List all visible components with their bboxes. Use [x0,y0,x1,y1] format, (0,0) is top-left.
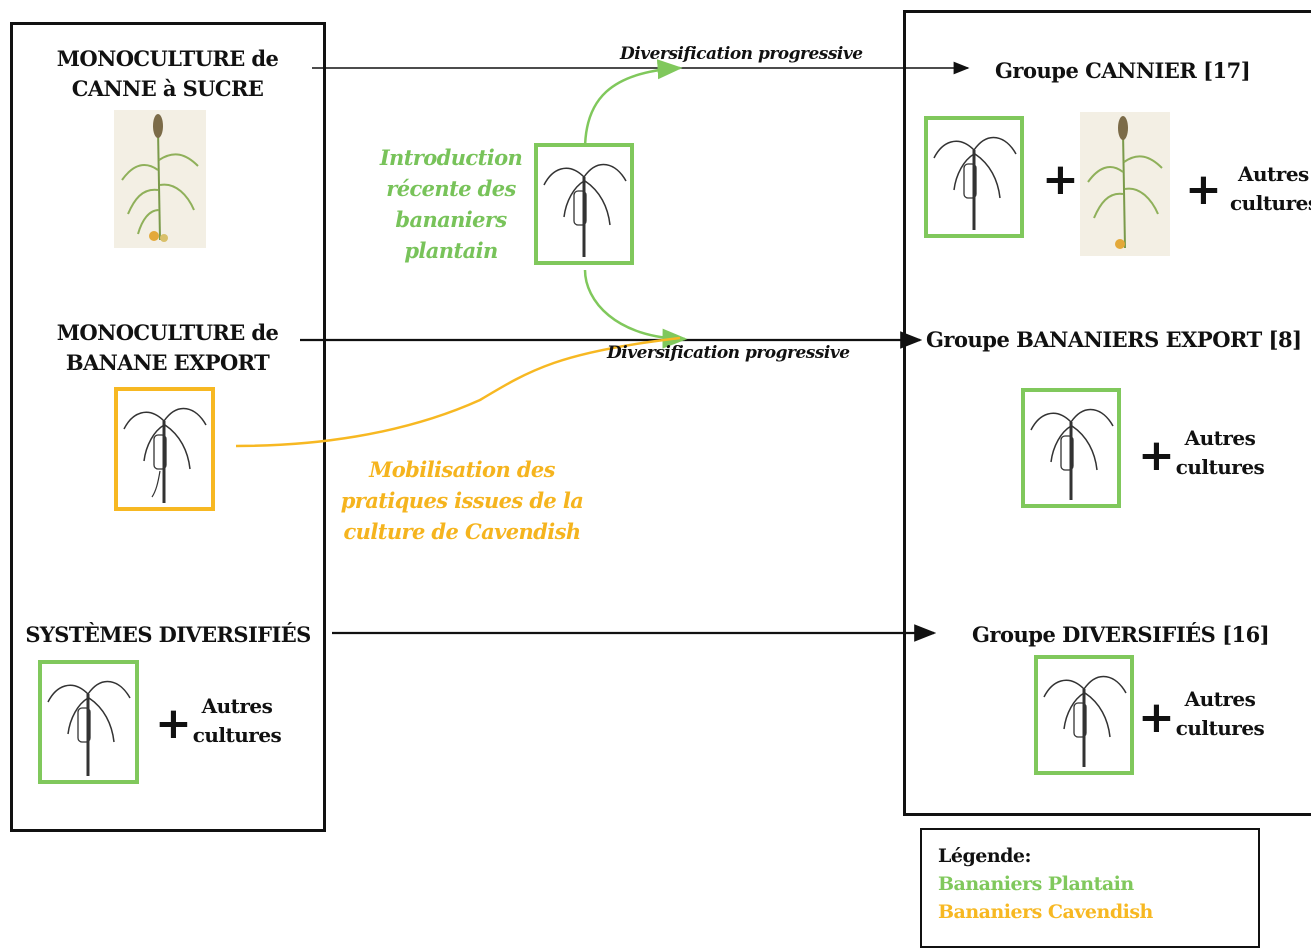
banana-plant-icon [1034,655,1134,775]
label-line: Autres [1184,426,1256,450]
diversification-top-label: Diversification progressive [620,44,863,64]
autres-cultures-label: Autres cultures [1212,160,1311,218]
plus-icon: + [1138,692,1175,743]
mobilisation-label: Mobilisation des pratiques issues de la … [332,454,592,547]
sugarcane-plant-icon [114,110,206,248]
groupe-cannier-label: Groupe CANNIER [17] [995,58,1251,83]
label-line: pratiques issues de la [340,488,584,513]
label-line: bananiers [395,207,507,232]
label-line: Mobilisation des [369,457,555,482]
orange-curve [235,336,681,448]
plus-icon: + [1138,430,1175,481]
label-line: MONOCULTURE de [56,46,279,71]
banana-plant-icon [924,116,1024,238]
label-line: cultures [1175,716,1265,740]
label-line: plantain [404,238,498,263]
legend: Légende: Bananiers Plantain Bananiers Ca… [920,828,1260,948]
banana-plant-icon [38,660,139,784]
monoculture-banane-label: MONOCULTURE de BANANE EXPORT [25,318,310,378]
label-line: MONOCULTURE de [56,320,279,345]
label-line: culture de Cavendish [343,519,582,544]
label-line: cultures [1175,455,1265,479]
sugarcane-plant-icon [1080,112,1170,256]
label-line: Autres [1184,687,1256,711]
legend-cavendish: Bananiers Cavendish [938,901,1153,923]
label-line: CANNE à SUCRE [71,76,264,101]
legend-title: Légende: [938,845,1032,867]
banana-plant-icon [1021,388,1121,508]
groupe-bananiers-export-label: Groupe BANANIERS EXPORT [8] [926,327,1302,352]
label-line: SYSTÈMES DIVERSIFIÉS [25,622,311,647]
diversification-mid-label: Diversification progressive [607,343,850,363]
autres-cultures-label: Autres cultures [187,692,287,750]
label-line: Autres [201,694,273,718]
plus-icon: + [1042,154,1079,205]
autres-cultures-label: Autres cultures [1170,424,1270,482]
green-curve-up [583,59,683,151]
banana-plant-icon [114,387,215,511]
plus-icon: + [1185,164,1222,215]
groupe-diversifies-label: Groupe DIVERSIFIÉS [16] [972,622,1270,647]
label-line: BANANE EXPORT [65,350,270,375]
label-line: cultures [192,723,282,747]
label-line: Autres [1238,162,1309,186]
label-line: cultures [1230,191,1311,215]
introduction-label: Introduction récente des bananiers plant… [368,142,534,266]
monoculture-canne-label: MONOCULTURE de CANNE à SUCRE [25,44,310,104]
label-line: Introduction [379,145,523,170]
left-box [10,22,326,832]
systemes-diversifies-label: SYSTÈMES DIVERSIFIÉS [18,620,318,650]
green-curve-down [583,269,688,349]
plus-icon: + [155,698,192,749]
legend-plantain: Bananiers Plantain [938,873,1134,895]
autres-cultures-label: Autres cultures [1170,685,1270,743]
label-line: récente des [386,176,516,201]
banana-plant-icon [534,143,634,265]
right-box [903,10,1311,816]
